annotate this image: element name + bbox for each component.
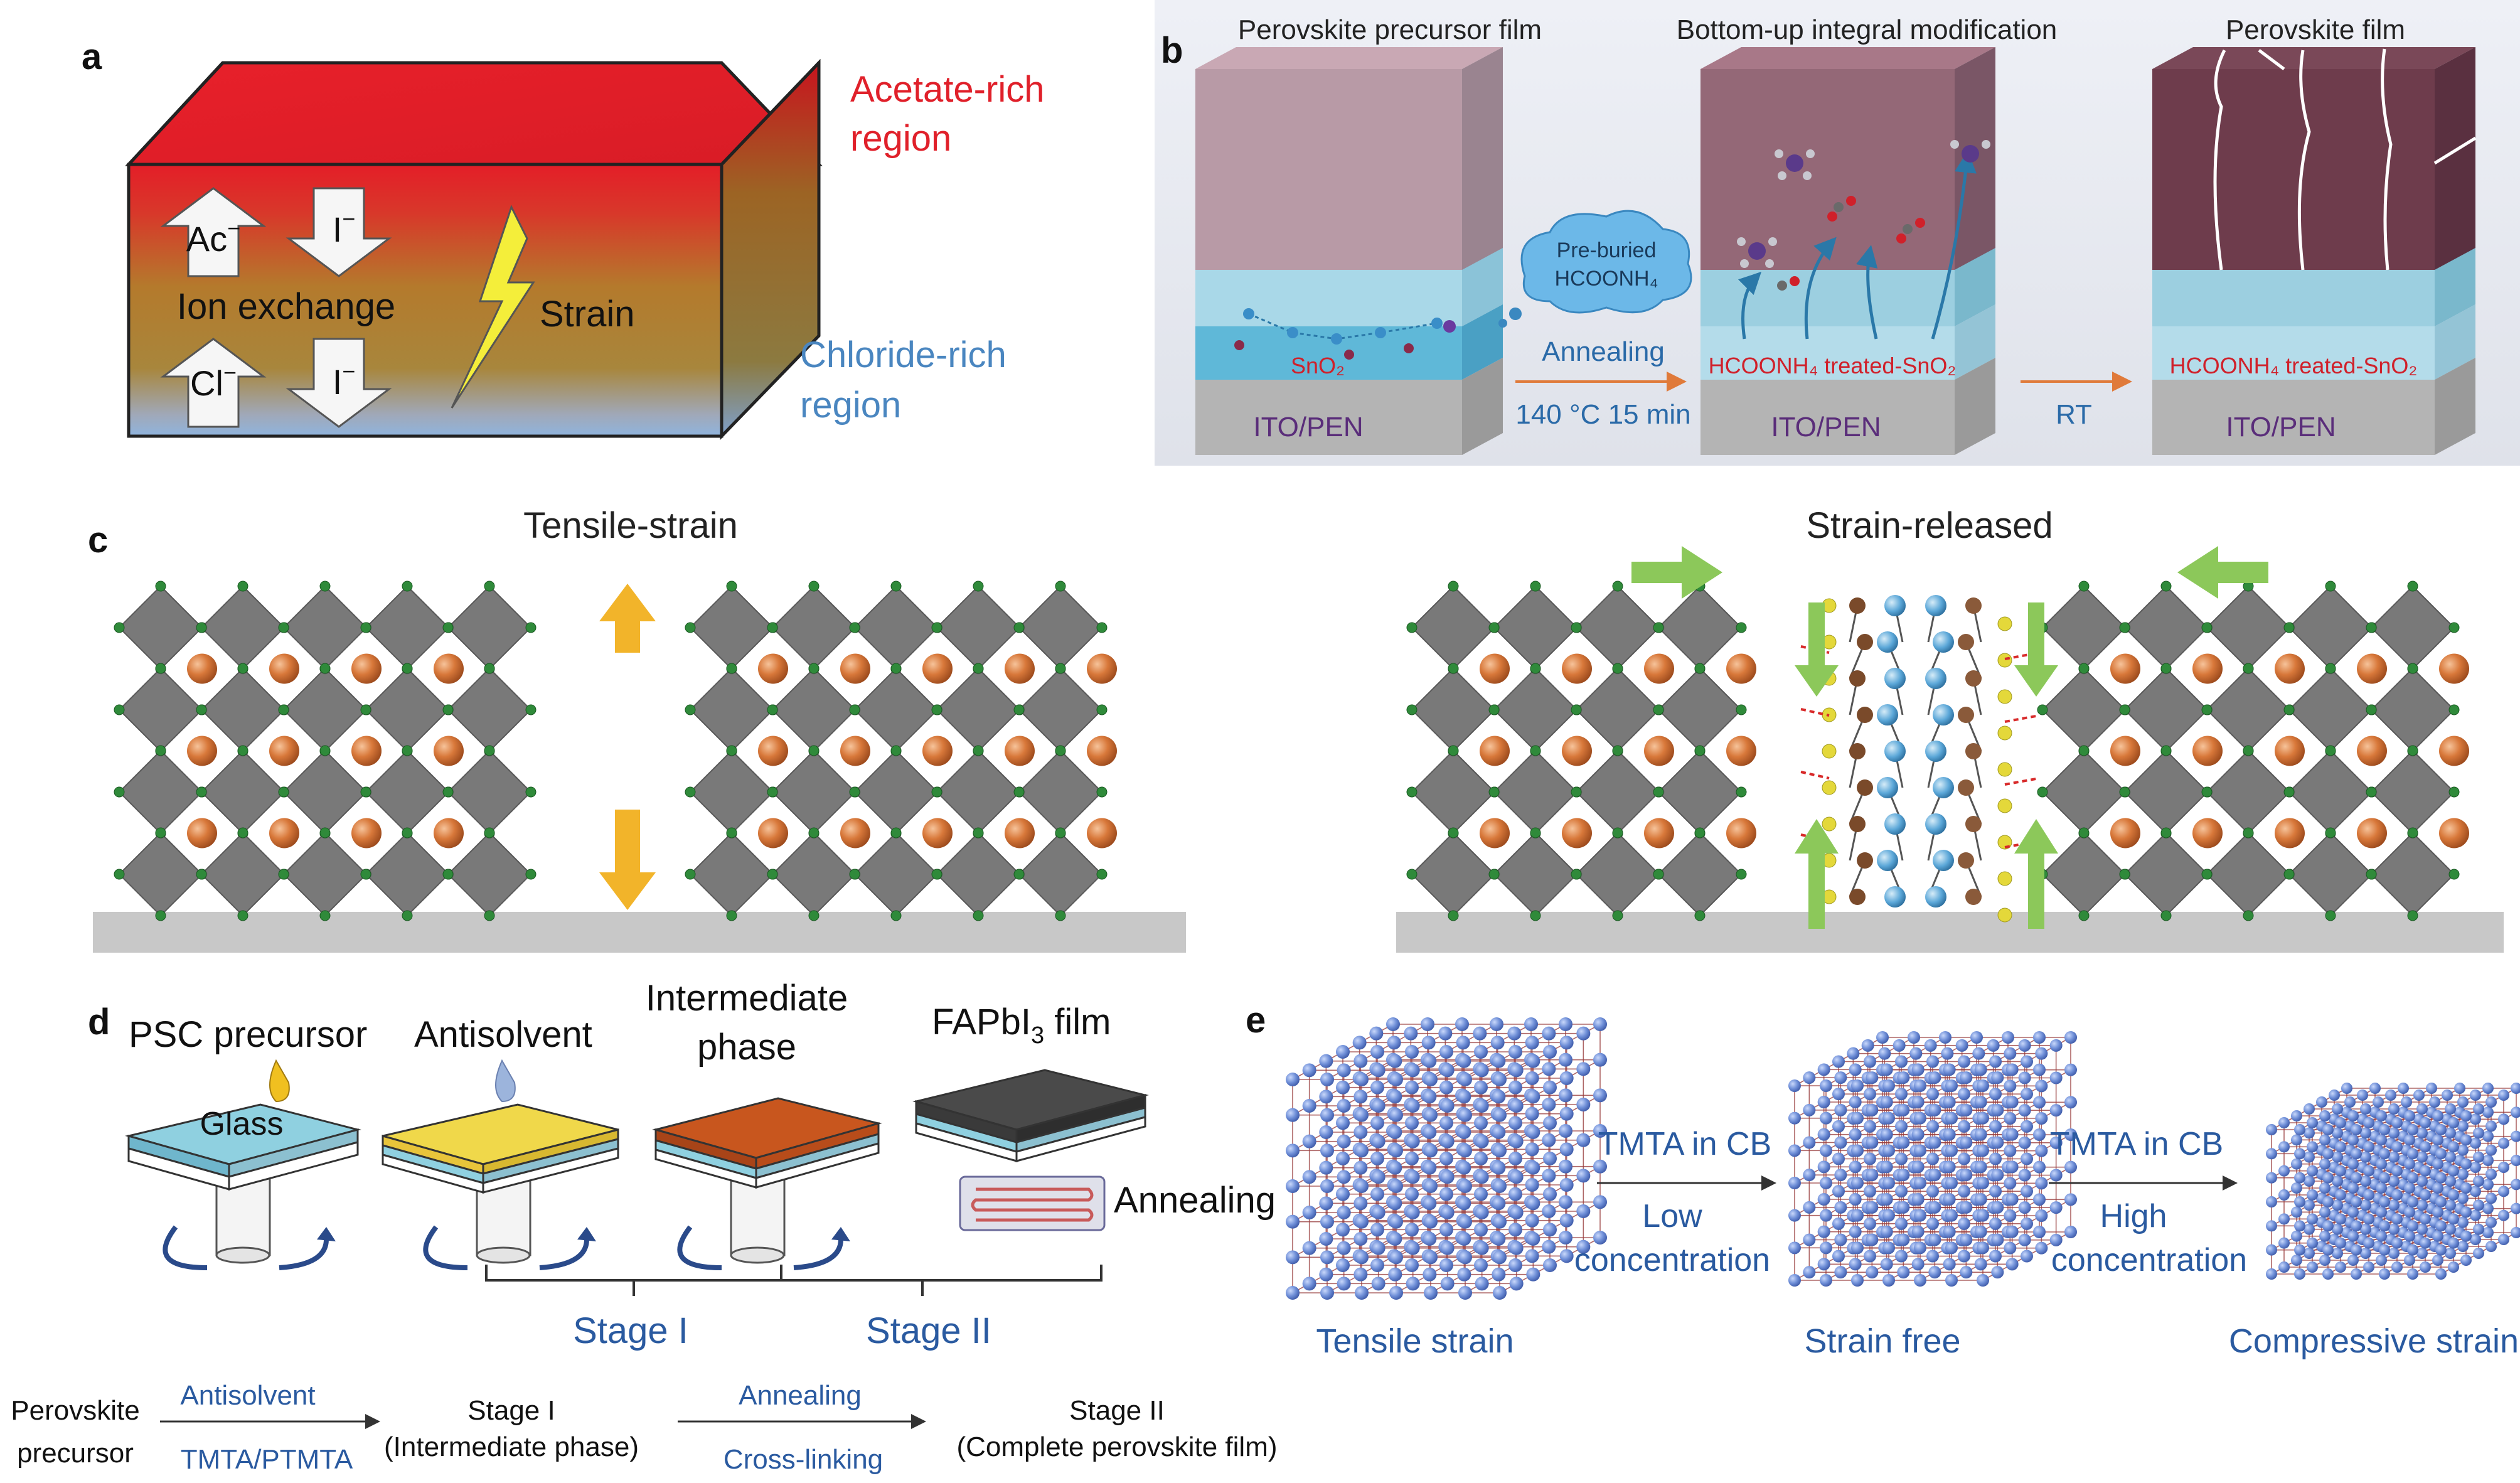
b-title-3: Perovskite film [2226, 14, 2405, 45]
flow-arrow1-top: Antisolvent [180, 1380, 315, 1411]
e-arrow1-b2: concentration [1574, 1242, 1770, 1278]
annealing-cond-label: 140 °C 15 min [1515, 399, 1690, 430]
b-substrate-3: ITO/PEN [2226, 412, 2336, 442]
flow-arrow2-top: Annealing [739, 1380, 862, 1411]
fapbi3-label: FAPbI3 film [932, 1002, 1111, 1049]
i-down-arrow-icon-bottom [286, 338, 392, 428]
b-substrate-2: ITO/PEN [1771, 412, 1881, 442]
e-arrow2-top: TMTA in CB [2050, 1126, 2223, 1162]
c-substrate-right [1396, 912, 2504, 953]
cube-tensile [1286, 1017, 1607, 1300]
intermediate-label-1: Intermediate [646, 978, 848, 1019]
lattice-left-a [114, 581, 537, 921]
compression-arrows [1631, 546, 2268, 929]
spin-stage-2 [382, 1059, 619, 1270]
treated-label-1: HCOONH₄ treated-SnO₂ [1709, 353, 1957, 378]
lattice-right-b [2037, 581, 2469, 921]
b-block-perovskite: HCOONH₄ treated-SnO₂ ITO/PEN [2152, 47, 2477, 455]
panel-label-e: e [1246, 1000, 1266, 1041]
annealing-label: Annealing [1542, 336, 1665, 367]
flow-mid-1: Stage I [467, 1395, 555, 1426]
panel-label-d: d [88, 1002, 110, 1042]
flow-arrow2-bottom: Cross-linking [723, 1444, 883, 1475]
intermediate-label-2: phase [697, 1027, 796, 1068]
flow-arrow1-bottom: TMTA/PTMTA [181, 1444, 353, 1475]
lattice-right-a [1406, 581, 1756, 921]
cloud-line-2: HCOONH₄ [1555, 267, 1658, 291]
panel-label-a: a [82, 36, 102, 77]
flow-end-1: Stage II [1069, 1395, 1165, 1426]
panel-d: d PSC precursor Antisolvent Intermediate… [11, 978, 1277, 1475]
ligand-chain [1800, 595, 2040, 923]
flow-end-2: (Complete perovskite film) [956, 1432, 1277, 1462]
cube-strain-free [1788, 1031, 2077, 1287]
panel-c: c Tensile-strain Strain-released [88, 505, 2504, 953]
tensile-strain-title: Tensile-strain [523, 505, 738, 546]
b-block-modification: HCOONH₄ treated-SnO₂ ITO/PEN [1700, 47, 1995, 455]
b-block-precursor: SnO₂ ITO/PEN [1195, 47, 1503, 455]
spin-stage-1: Glass [125, 1059, 361, 1270]
chloride-label-1: Chloride-rich [800, 335, 1006, 375]
e-caption-tensile: Tensile strain [1316, 1322, 1514, 1360]
process-flow: Perovskite precursor Antisolvent TMTA/PT… [11, 1380, 1277, 1475]
antisolvent-label: Antisolvent [414, 1014, 592, 1055]
glass-label: Glass [200, 1106, 284, 1142]
c-substrate-left [93, 912, 1186, 953]
chloride-label-2: region [800, 385, 901, 426]
strain-bolt-icon [451, 205, 535, 409]
flow-mid-2: (Intermediate phase) [384, 1432, 639, 1462]
panel-e: e TMTA in CB Low concentration TMTA in C… [1246, 1000, 2520, 1360]
panel-a: a Ac− I− Ion exchange Cl− I− Strain Acet… [82, 36, 1044, 441]
lattice-cubes [1286, 1017, 2520, 1300]
flow-start-2: precursor [17, 1438, 134, 1469]
cl-up-arrow-icon [160, 338, 267, 428]
flow-start-1: Perovskite [11, 1395, 139, 1426]
strain-released-title: Strain-released [1806, 505, 2053, 546]
e-arrow2-b1: High [2100, 1198, 2167, 1234]
panel-b: b Perovskite precursor film Bottom-up in… [1155, 0, 2520, 466]
acetate-label-2: region [850, 118, 951, 159]
stage-brackets [485, 1265, 1102, 1296]
cube-compressive [2266, 1083, 2520, 1280]
ac-up-arrow-icon [160, 187, 267, 277]
tensile-arrows [599, 584, 656, 910]
box-a-top [125, 61, 823, 166]
spin-stage-3 [652, 1097, 882, 1270]
panel-label-b: b [1161, 30, 1183, 71]
stage-i-label: Stage I [573, 1310, 688, 1351]
i-label-bottom: I− [333, 358, 356, 402]
e-arrow1-top: TMTA in CB [1598, 1126, 1771, 1162]
cl-label: Cl− [190, 360, 237, 403]
lattice-left-b [685, 581, 1117, 921]
ac-label: Ac− [186, 215, 240, 259]
sno2-label: SnO₂ [1291, 353, 1345, 378]
treated-label-2: HCOONH₄ treated-SnO₂ [2170, 353, 2418, 378]
b-title-1: Perovskite precursor film [1238, 14, 1542, 45]
e-caption-compressive: Compressive strain [2229, 1322, 2519, 1360]
b-title-2: Bottom-up integral modification [1677, 14, 2058, 45]
panel-label-c: c [88, 520, 108, 560]
e-caption-free: Strain free [1804, 1322, 1960, 1360]
strain-label: Strain [540, 294, 635, 335]
rt-label: RT [2056, 399, 2092, 430]
b-molecules [1737, 140, 1990, 291]
e-arrow1-b1: Low [1642, 1198, 1702, 1234]
hcoonh4-cloud: Pre-buried HCOONH₄ [1498, 210, 1692, 328]
acetate-label-1: Acetate-rich [850, 69, 1044, 110]
b-substrate-1: ITO/PEN [1253, 412, 1363, 442]
ion-exchange-label: Ion exchange [177, 286, 395, 327]
i-down-arrow-icon-top [286, 187, 392, 277]
film-stage-4: Annealing [912, 1069, 1276, 1231]
hotplate-icon [959, 1175, 1106, 1231]
psc-precursor-label: PSC precursor [129, 1014, 367, 1055]
i-label-top: I− [333, 206, 356, 249]
annealing-d-label: Annealing [1114, 1180, 1276, 1221]
stage-ii-label: Stage II [866, 1310, 991, 1351]
perovskite-lattices [114, 581, 2469, 921]
cloud-line-1: Pre-buried [1557, 238, 1657, 262]
e-arrow2-b2: concentration [2051, 1242, 2247, 1278]
